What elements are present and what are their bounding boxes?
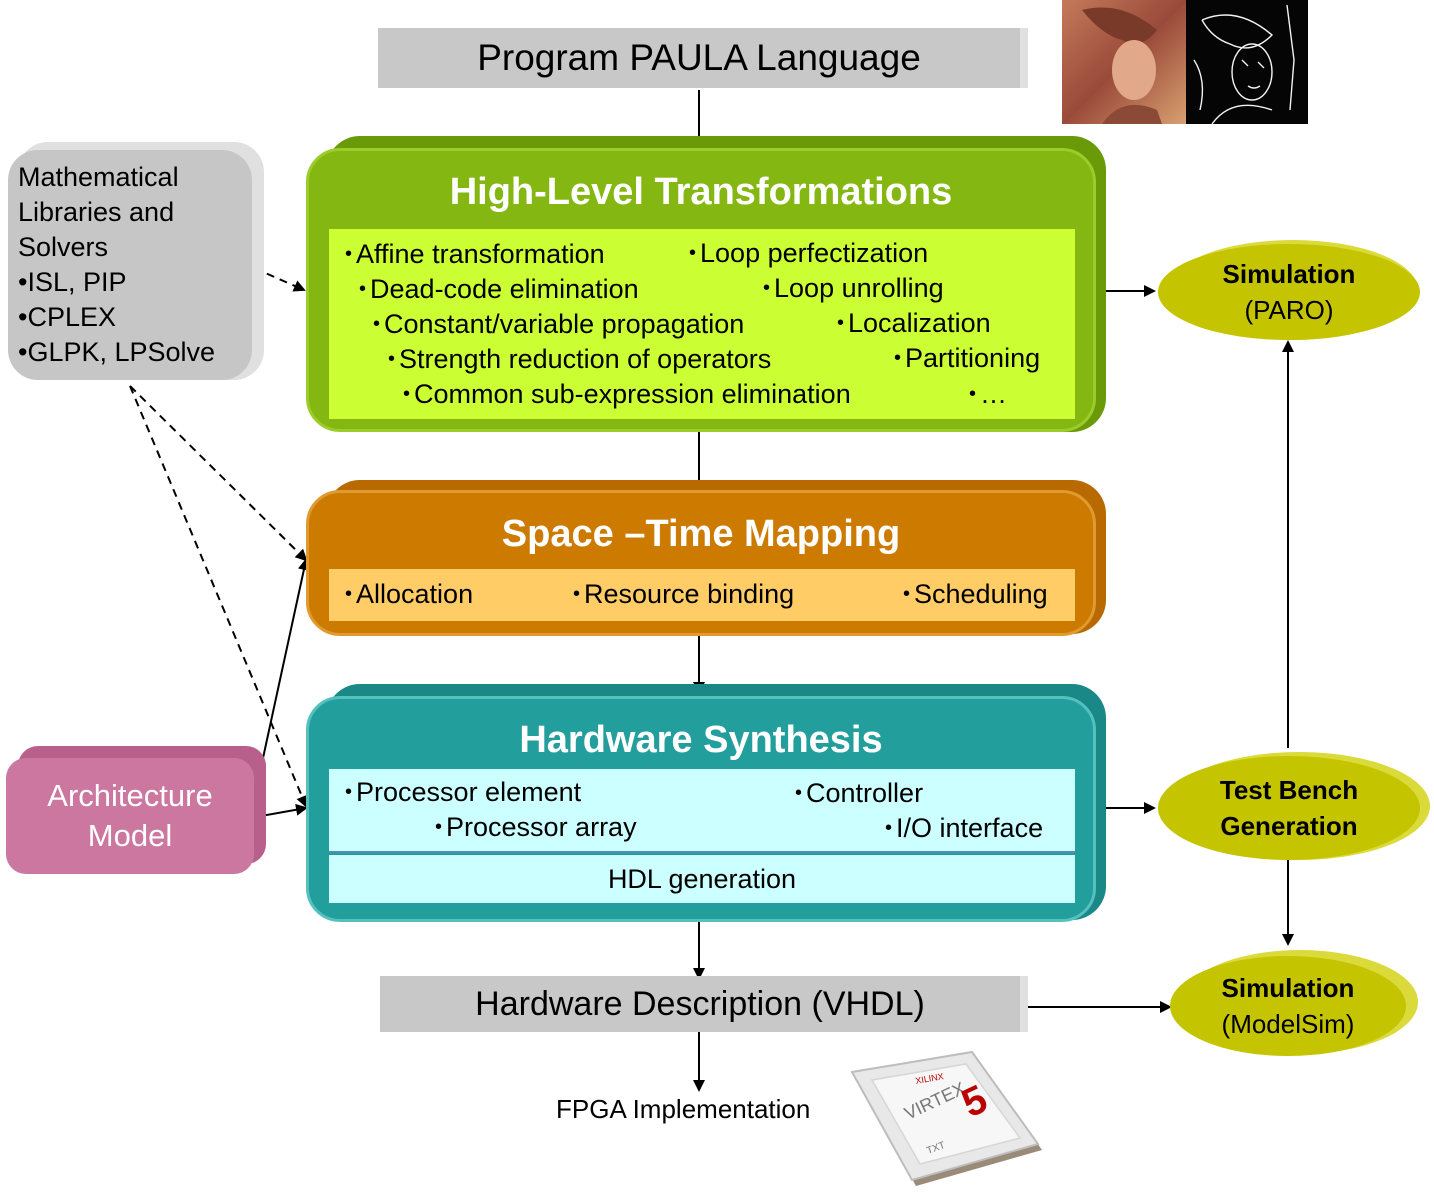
sim-paro-line1: Simulation [1222,259,1356,289]
hws-item: Processor array [435,812,637,843]
hws-title: Hardware Synthesis [519,719,883,761]
hws-item: Controller [795,778,923,809]
paula-language-bar: Program PAULA Language [378,28,1028,88]
stm-stage: Space –Time Mapping Allocation Resource … [306,490,1096,636]
hlt-item: Localization [837,308,991,339]
libraries-box: Mathematical Libraries and Solvers •ISL,… [8,150,252,380]
lena-image-pair [1062,0,1308,125]
vhdl-bar: Hardware Description (VHDL) [380,976,1028,1032]
stm-title: Space –Time Mapping [501,513,901,555]
hdl-generation-label: HDL generation [607,863,797,894]
sim-modelsim-line2: (ModelSim) [1221,1009,1355,1039]
hws-item: Processor element [345,777,581,808]
sim-modelsim-line1: Simulation [1221,973,1355,1003]
library-item: •GLPK, LPSolve [18,337,216,367]
hws-item: I/O interface [885,813,1043,844]
hlt-item: Strength reduction of operators [388,344,771,375]
fpga-implementation-label: FPGA Implementation [556,1094,811,1124]
hlt-item: Partitioning [894,343,1040,374]
library-item: •ISL, PIP [18,267,127,297]
stm-item: Scheduling [903,579,1048,610]
paula-language-label: Program PAULA Language [477,37,921,78]
libraries-heading-line: Solvers [18,232,109,262]
hdl-generation-panel: HDL generation [329,855,1075,903]
hlt-item: Affine transformation [345,239,605,270]
hlt-item: Loop unrolling [763,273,944,304]
simulation-modelsim-ellipse: Simulation (ModelSim) [1170,956,1406,1056]
testbench-ellipse: Test Bench Generation [1158,756,1420,860]
libraries-heading: Mathematical Libraries and Solvers [18,160,242,265]
library-item: •CPLEX [18,302,116,332]
dashed-lib-to-hlt [253,267,306,292]
hws-stage: Hardware Synthesis Processor element Con… [306,696,1096,922]
testbench-line1: Test Bench [1219,775,1359,805]
libraries-list: •ISL, PIP •CPLEX •GLPK, LPSolve [18,265,242,370]
image-processing-thumbnail [1062,0,1308,125]
architecture-label-line2: Model [87,818,173,853]
dashed-lib-to-hws [129,385,308,808]
fpga-chip-image: XILINX VIRTEX 5 TXT [850,1050,1042,1186]
chip-brand-text: XILINX [915,1071,945,1086]
stm-item: Allocation [345,579,473,610]
libraries-heading-line: Libraries and [18,197,175,227]
chip-inner [870,1063,1022,1165]
hlt-item: Common sub-expression elimination [403,379,851,410]
stm-items-panel: Allocation Resource binding Scheduling [329,569,1075,621]
virtex-chip: XILINX VIRTEX 5 TXT [846,1050,1046,1190]
hws-items-panel: Processor element Controller Processor a… [329,769,1075,853]
vhdl-label: Hardware Description (VHDL) [475,984,925,1023]
hlt-item: … [969,379,1007,410]
testbench-line2: Generation [1220,811,1358,841]
hlt-item: Dead-code elimination [359,274,639,305]
libraries-heading-line: Mathematical [18,162,179,192]
hlt-title: High-Level Transformations [449,171,953,213]
stm-item: Resource binding [573,579,794,610]
hlt-items-panel: Affine transformation Loop perfectizatio… [329,229,1075,419]
hlt-item: Loop perfectization [689,238,928,269]
architecture-model-box: Architecture Model [6,758,254,874]
architecture-label-line1: Architecture [47,778,213,813]
hlt-stage: High-Level Transformations Affine transf… [306,148,1096,432]
dashed-lib-to-stm [129,385,308,562]
sim-paro-line2: (PARO) [1244,295,1334,325]
hlt-item: Constant/variable propagation [373,309,744,340]
simulation-paro-ellipse: Simulation (PARO) [1158,244,1420,340]
